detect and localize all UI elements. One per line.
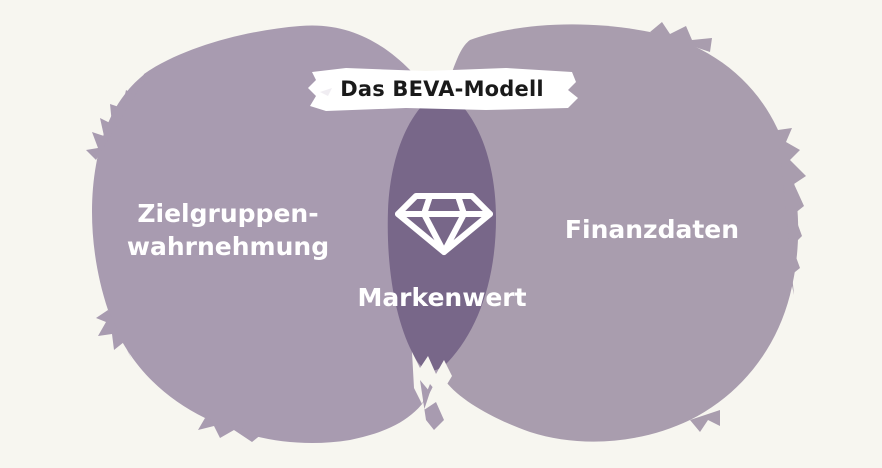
right-circle bbox=[430, 24, 799, 442]
brush-texture-2 bbox=[420, 380, 444, 430]
left-circle bbox=[92, 25, 453, 444]
banner-brush-shape bbox=[308, 68, 578, 111]
diamond-icon bbox=[395, 193, 493, 255]
left-set-label: Zielgruppen- wahrnehmung bbox=[110, 197, 346, 263]
intersection-label: Markenwert bbox=[357, 283, 527, 312]
title-banner: Das BEVA-Modell bbox=[306, 66, 578, 112]
left-set-label-line1: Zielgruppen- bbox=[137, 199, 319, 228]
left-set-label-line2: wahrnehmung bbox=[126, 232, 330, 261]
intersection-region bbox=[387, 91, 496, 371]
diagram-title: Das BEVA-Modell bbox=[340, 77, 544, 101]
right-set-label: Finanzdaten bbox=[564, 215, 740, 244]
